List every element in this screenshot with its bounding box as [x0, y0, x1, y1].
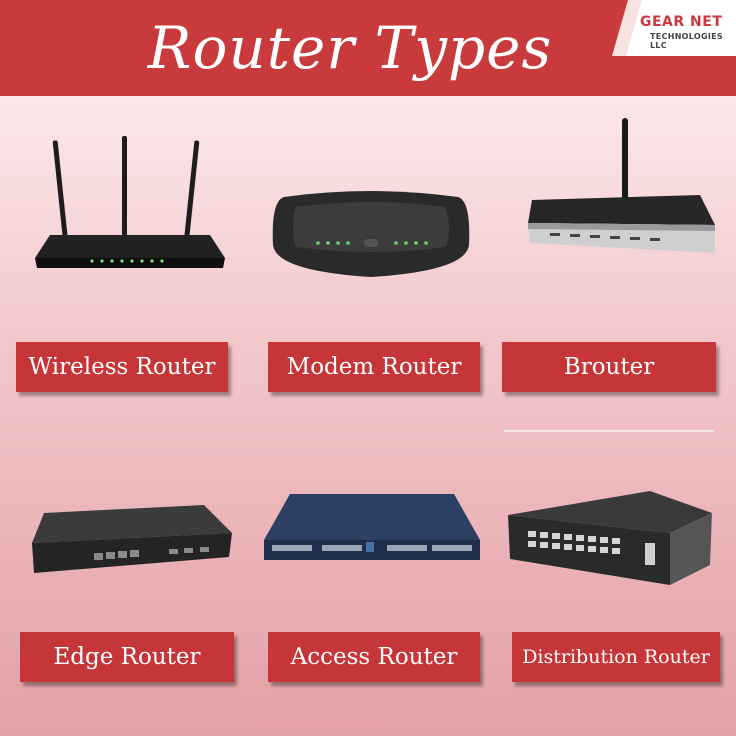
brouter-label: Brouter — [502, 342, 716, 392]
access-router-label: Access Router — [268, 632, 480, 682]
wireless-router-label: Wireless Router — [16, 342, 228, 392]
wireless-router-image — [35, 136, 225, 268]
divider — [504, 430, 714, 432]
page-title: Router Types — [147, 14, 553, 82]
modem-router-label: Modem Router — [268, 342, 480, 392]
distribution-router-image — [508, 491, 712, 585]
gearnet-logo — [612, 0, 736, 56]
edge-router-label: Edge Router — [20, 632, 234, 682]
edge-router-image — [32, 505, 232, 573]
logo-title: GEAR NET — [640, 14, 723, 30]
header-banner — [0, 0, 736, 96]
brouter-image — [528, 118, 715, 253]
distribution-router-label: Distribution Router — [512, 632, 720, 682]
modem-router-image — [272, 191, 470, 277]
logo-subtitle: TECHNOLOGIES LLC — [650, 32, 723, 50]
access-router-image — [264, 494, 480, 560]
